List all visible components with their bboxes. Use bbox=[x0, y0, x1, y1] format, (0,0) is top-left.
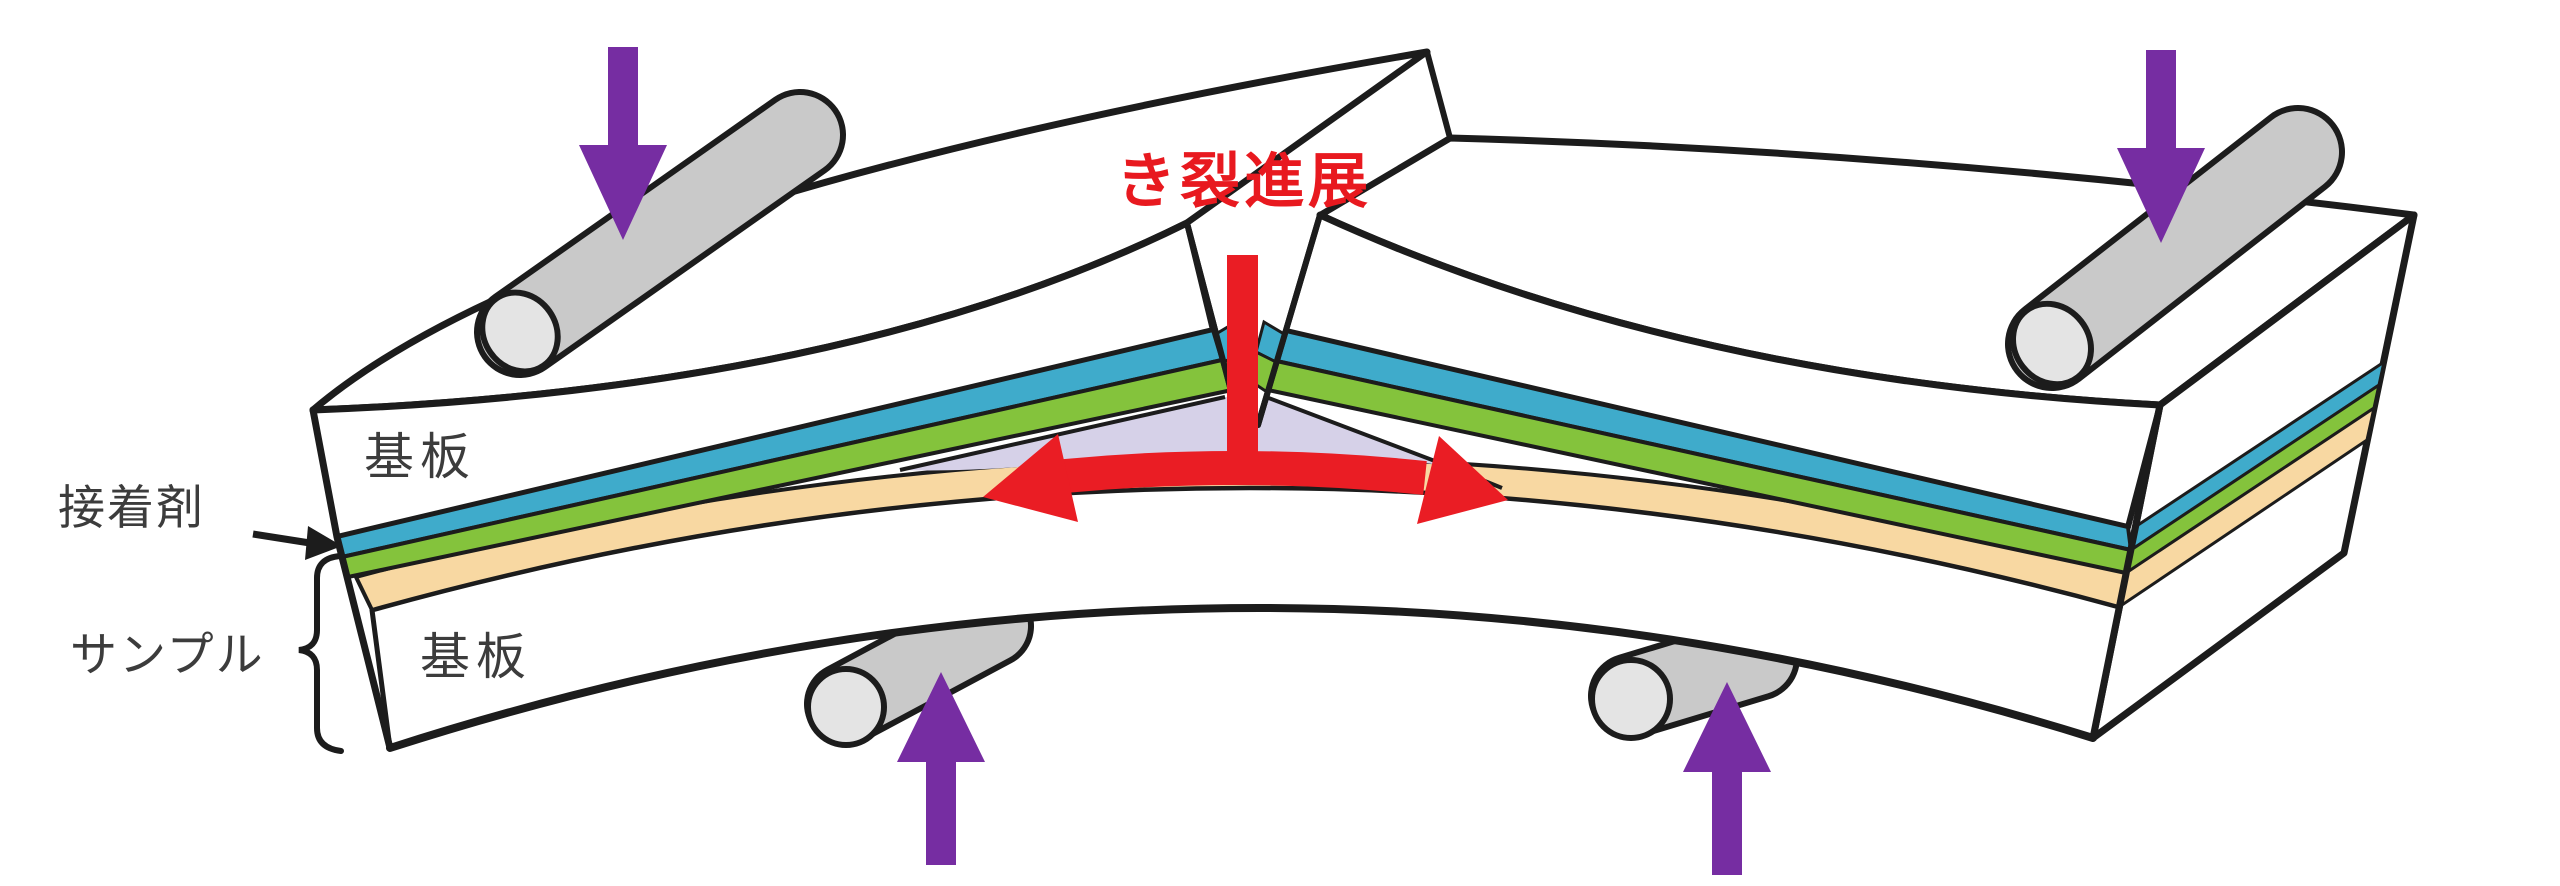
adhesive-pointer-arrow bbox=[252, 526, 342, 560]
adhesive-label: 接着剤 bbox=[58, 481, 205, 534]
roller-end-cap bbox=[1589, 657, 1673, 741]
crack-wall-right bbox=[1255, 212, 1323, 428]
sample-brace bbox=[298, 553, 344, 754]
load-arrow-bottom-left bbox=[897, 672, 985, 865]
pointer-head bbox=[305, 526, 342, 560]
roller-body bbox=[480, 95, 840, 372]
load-arrow-top-right bbox=[2117, 50, 2205, 243]
roller-end-cap bbox=[2010, 300, 2094, 388]
top-left-roller bbox=[474, 89, 846, 378]
right-front-edge bbox=[2089, 401, 2164, 742]
substrate-top-label: 基板 bbox=[364, 429, 476, 485]
substrate-bottom-label: 基板 bbox=[420, 629, 532, 685]
crack-propagation-label: き裂進展 bbox=[1116, 148, 1372, 215]
pointer-shaft bbox=[252, 530, 311, 547]
outlines bbox=[309, 211, 2164, 752]
red-arrowhead-right bbox=[1417, 436, 1508, 524]
load-arrow-bottom-right bbox=[1683, 682, 1771, 875]
bottom-right-roller bbox=[1588, 615, 1800, 741]
red-arrow-vertical-shaft bbox=[1227, 255, 1258, 477]
red-arrowhead-left bbox=[983, 434, 1078, 522]
bottom-left-roller bbox=[804, 584, 1034, 748]
crack-propagation-arrows bbox=[983, 255, 1508, 524]
delamination-crack-line-left bbox=[899, 395, 1226, 472]
right-slab-front-top-edge bbox=[1316, 211, 2164, 409]
left-slab-front-top-edge bbox=[309, 219, 1191, 414]
roller-body bbox=[2011, 111, 2339, 385]
roller-end-cap bbox=[479, 289, 561, 375]
sample-label: サンプル bbox=[70, 628, 265, 681]
roller-end-cap bbox=[805, 666, 887, 748]
load-arrow-top-left bbox=[579, 47, 667, 240]
left-end-edge bbox=[309, 406, 394, 752]
end-face bbox=[2089, 211, 2418, 742]
beam-bottom-edge bbox=[386, 604, 2097, 752]
top-right-roller bbox=[2005, 105, 2345, 391]
